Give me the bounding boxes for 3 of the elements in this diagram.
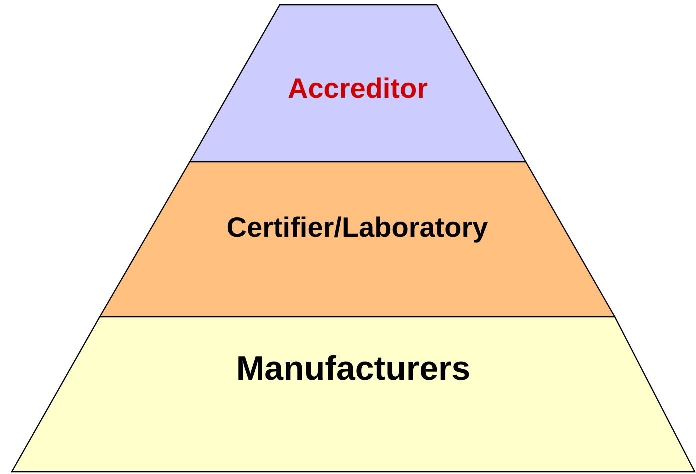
tier-label: Certifier/Laboratory	[226, 212, 488, 244]
tier-label: Manufacturers	[236, 350, 471, 389]
tier-label: Accreditor	[288, 73, 428, 105]
